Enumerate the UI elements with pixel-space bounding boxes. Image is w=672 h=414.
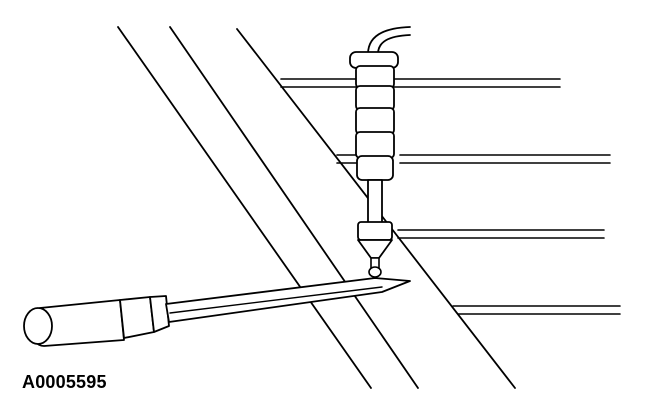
figure-id-label: A0005595	[22, 372, 107, 392]
diagonal-panel-edges	[117, 26, 516, 389]
pry-tool-icon	[23, 277, 411, 347]
cable-lead	[367, 26, 411, 55]
horizontal-rails	[280, 78, 621, 315]
slide-hammer-icon	[349, 51, 399, 278]
